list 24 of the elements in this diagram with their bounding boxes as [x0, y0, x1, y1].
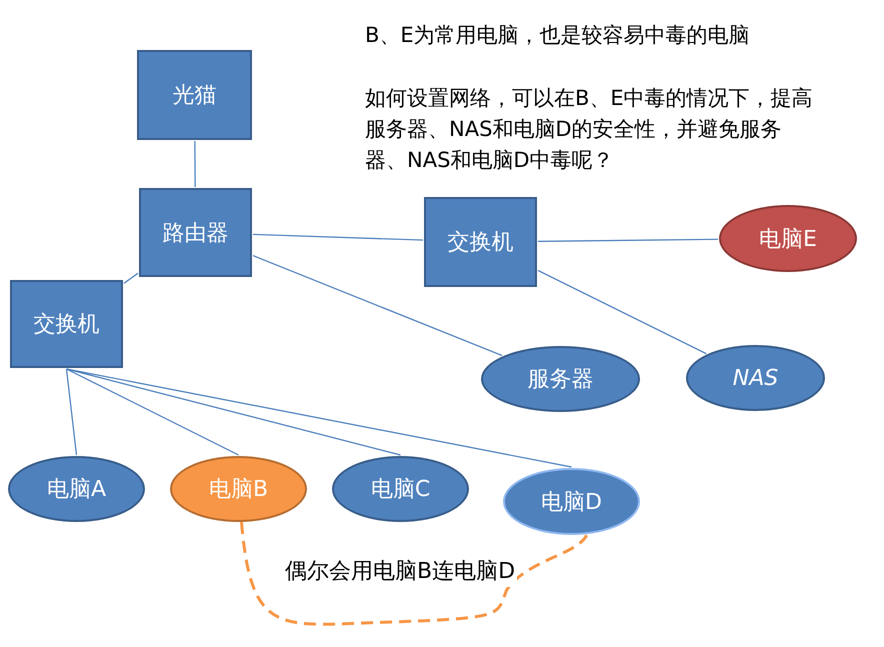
dashed-connector [240, 522, 588, 626]
computer-ellipse: 电脑E [719, 205, 857, 272]
connector-line [66, 368, 572, 468]
computer-ellipse: 电脑C [332, 456, 469, 522]
connector-line [538, 270, 707, 354]
nas-ellipse: NAS [686, 345, 825, 411]
modem-box: 光猫 [137, 50, 252, 140]
connector-line [66, 368, 239, 456]
switch-box: 交换机 [424, 197, 537, 287]
connector-line [66, 368, 78, 456]
computer-ellipse: 电脑B [170, 456, 307, 522]
computer-ellipse: 电脑D [503, 468, 640, 535]
note-text: B、E为常用电脑，也是较容易中毒的电脑 [365, 22, 751, 49]
connector-line [124, 272, 138, 284]
note-text: 如何设置网络，可以在B、E中毒的情况下，提高服务器、NAS和电脑D的安全性，并避免服务器、NAS和电脑D中毒呢？ [365, 85, 814, 174]
connector-line [538, 238, 718, 242]
connector-line [66, 368, 401, 456]
server-ellipse: 服务器 [481, 346, 640, 412]
connector-line [252, 234, 424, 241]
computer-ellipse: 电脑A [8, 456, 145, 522]
router-box: 路由器 [139, 188, 252, 277]
connector-line [252, 255, 502, 356]
connector-line [194, 141, 196, 187]
switch-box: 交换机 [10, 280, 123, 368]
